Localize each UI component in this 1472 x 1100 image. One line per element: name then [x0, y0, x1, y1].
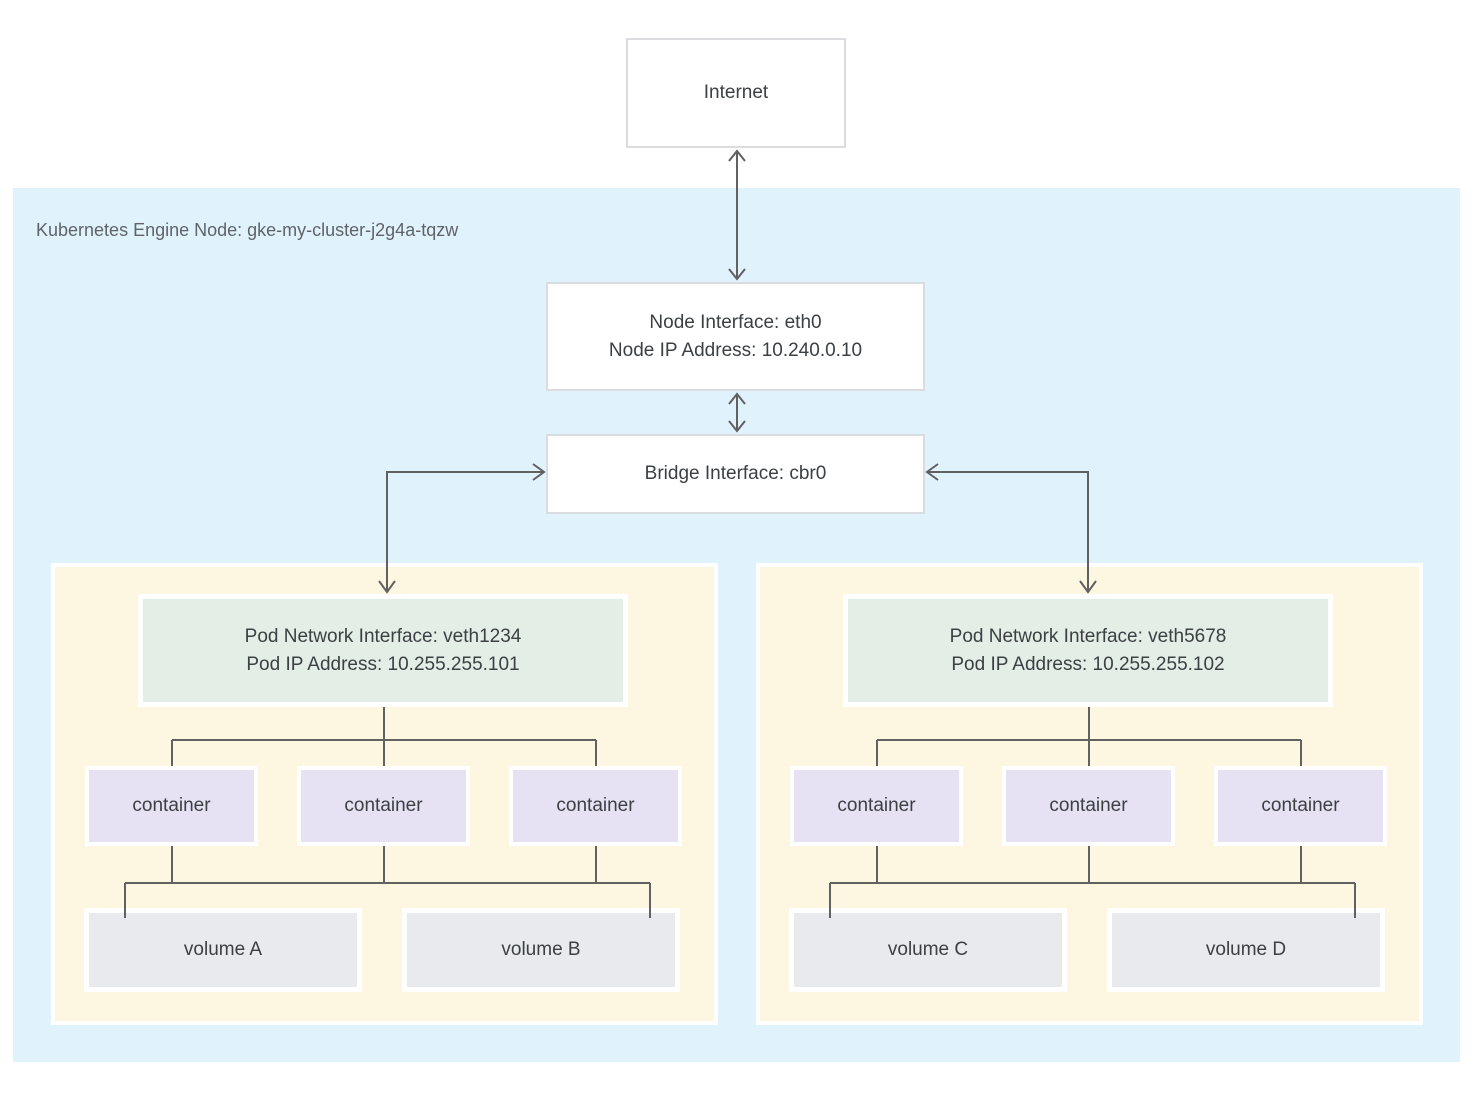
node-interface-box: Node Interface: eth0 Node IP Address: 10…	[546, 282, 925, 391]
pod-2-interface-box: Pod Network Interface: veth5678 Pod IP A…	[843, 594, 1333, 707]
pod-2-volume-c: volume C	[789, 908, 1067, 992]
pod-2-container-3: container	[1214, 766, 1387, 846]
internet-label: Internet	[703, 82, 769, 103]
node-region-label: Kubernetes Engine Node: gke-my-cluster-j…	[36, 220, 459, 240]
bridge-interface-box: Bridge Interface: cbr0	[546, 434, 925, 514]
pod-1-interface-line2: Pod IP Address: 10.255.255.101	[246, 653, 520, 675]
pod-1-interface-box: Pod Network Interface: veth1234 Pod IP A…	[138, 594, 628, 707]
container-label: container	[344, 795, 423, 816]
container-label: container	[837, 795, 916, 816]
pod-2-interface-line1: Pod Network Interface: veth5678	[949, 625, 1227, 647]
pod-2-container-2: container	[1002, 766, 1175, 846]
volume-label: volume B	[501, 939, 581, 960]
volume-label: volume D	[1205, 939, 1287, 960]
container-label: container	[556, 795, 635, 816]
pod-2-volume-d: volume D	[1107, 908, 1385, 992]
node-interface-line1: Node Interface: eth0	[649, 311, 822, 333]
bridge-interface-label: Bridge Interface: cbr0	[644, 463, 827, 484]
container-label: container	[1261, 795, 1340, 816]
pod-1-container-1: container	[85, 766, 258, 846]
volume-label: volume A	[183, 939, 263, 960]
pod-2-container-1: container	[790, 766, 963, 846]
container-label: container	[132, 795, 211, 816]
pod-1-volume-a: volume A	[84, 908, 362, 992]
pod-2-box: Pod Network Interface: veth5678 Pod IP A…	[756, 563, 1423, 1025]
container-label: container	[1049, 795, 1128, 816]
pod-1-interface-line1: Pod Network Interface: veth1234	[244, 625, 522, 647]
pod-2-interface-line2: Pod IP Address: 10.255.255.102	[951, 653, 1225, 675]
pod-1-container-3: container	[509, 766, 682, 846]
pod-1-container-2: container	[297, 766, 470, 846]
pod-1-volume-b: volume B	[402, 908, 680, 992]
volume-label: volume C	[887, 939, 969, 960]
pod-1-box: Pod Network Interface: veth1234 Pod IP A…	[51, 563, 718, 1025]
node-interface-line2: Node IP Address: 10.240.0.10	[608, 339, 863, 361]
internet-box: Internet	[626, 38, 846, 148]
